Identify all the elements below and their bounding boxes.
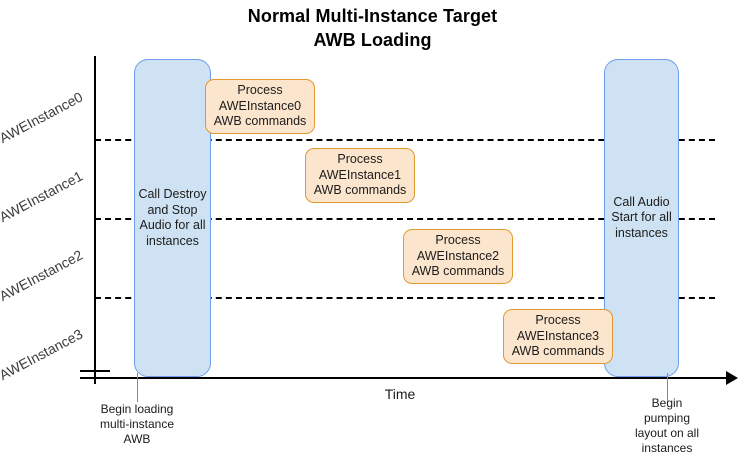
blue-activity-call-audio-start[interactable]: Call Audio Start for all instances — [604, 59, 679, 377]
y-axis-line — [94, 56, 96, 384]
blue-activity-call-audio-start-label: Call Audio Start for all instances — [611, 194, 672, 240]
process-awe-instance-2-line-3: AWB commands — [411, 264, 505, 279]
lane-label-awe-instance-1: AWEInstance1 — [0, 167, 86, 225]
begin-pumping-marker-line — [667, 373, 669, 402]
begin-pumping-line-2: pumping — [643, 411, 691, 425]
process-awe-instance-3-line-1: Process — [535, 313, 581, 328]
x-axis-line — [80, 377, 730, 379]
title-line-2: AWB Loading — [313, 30, 432, 50]
page-title: Normal Multi-Instance Target AWB Loading — [0, 4, 745, 52]
begin-loading-line-3: AWB — [123, 432, 151, 446]
process-awe-instance-3-box[interactable]: Process AWEInstance3 AWB commands — [503, 309, 613, 364]
begin-loading-marker-caption: Begin loading multi-instance AWB — [77, 402, 197, 447]
process-awe-instance-3-line-3: AWB commands — [511, 344, 605, 359]
begin-loading-marker-line — [137, 373, 139, 402]
process-awe-instance-0-line-2: AWEInstance0 — [218, 98, 302, 113]
begin-pumping-marker-caption: Begin pumping layout on all instances — [607, 396, 727, 454]
process-awe-instance-2-line-1: Process — [435, 233, 481, 248]
blue-activity-destroy-stop-audio-label: Call Destroy and Stop Audio for all inst… — [138, 187, 207, 248]
lane-separator-1-2 — [95, 218, 715, 220]
lane-separator-0-1 — [95, 139, 715, 141]
lane-separator-2-3 — [95, 297, 715, 299]
process-awe-instance-2-line-2: AWEInstance2 — [416, 248, 500, 263]
x-axis-title: Time — [384, 386, 416, 402]
x-axis-arrowhead — [726, 371, 738, 385]
begin-pumping-line-1: Begin — [651, 396, 683, 410]
process-awe-instance-1-box[interactable]: Process AWEInstance1 AWB commands — [305, 148, 415, 203]
y-axis-origin-tick — [80, 370, 110, 372]
process-awe-instance-0-line-3: AWB commands — [213, 114, 307, 129]
process-awe-instance-3-line-2: AWEInstance3 — [516, 328, 600, 343]
lane-label-awe-instance-2: AWEInstance2 — [0, 246, 86, 304]
begin-loading-line-1: Begin loading — [100, 402, 174, 416]
process-awe-instance-0-line-1: Process — [237, 83, 283, 98]
lane-label-awe-instance-3: AWEInstance3 — [0, 325, 86, 383]
begin-loading-line-2: multi-instance — [99, 417, 175, 431]
process-awe-instance-1-line-2: AWEInstance1 — [318, 167, 402, 182]
process-awe-instance-1-line-3: AWB commands — [313, 183, 407, 198]
process-awe-instance-2-box[interactable]: Process AWEInstance2 AWB commands — [403, 229, 513, 284]
process-awe-instance-1-line-1: Process — [337, 152, 383, 167]
process-awe-instance-0-box[interactable]: Process AWEInstance0 AWB commands — [205, 79, 315, 134]
blue-activity-destroy-stop-audio[interactable]: Call Destroy and Stop Audio for all inst… — [134, 59, 211, 377]
begin-pumping-line-3: layout on all — [634, 426, 700, 440]
title-line-1: Normal Multi-Instance Target — [247, 6, 498, 26]
lane-label-awe-instance-0: AWEInstance0 — [0, 88, 86, 146]
begin-pumping-line-4: instances — [641, 441, 693, 454]
